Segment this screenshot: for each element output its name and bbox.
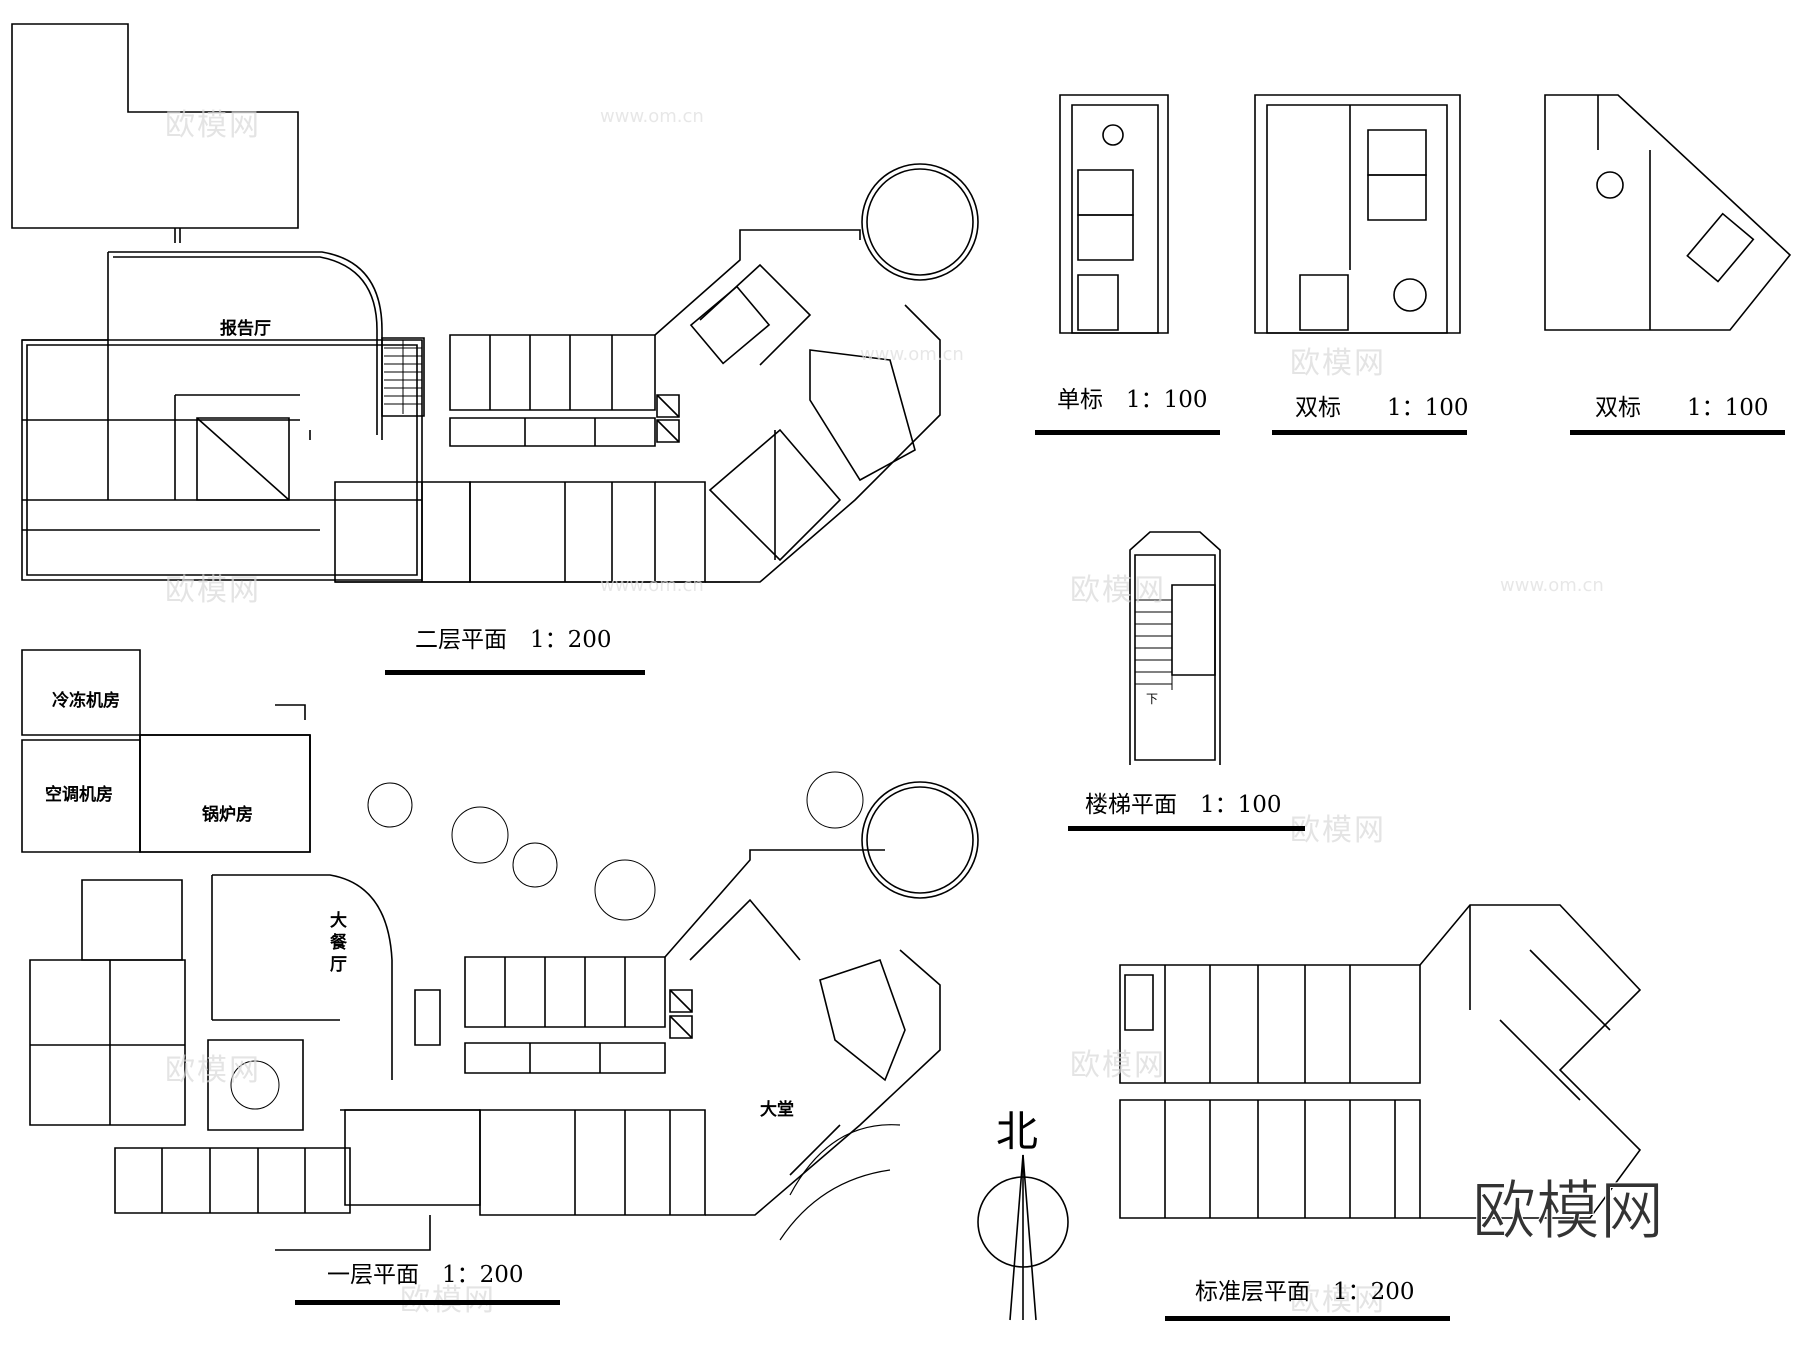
watermark-brand: 欧模网	[165, 1053, 261, 1088]
caption-underline	[1272, 430, 1467, 435]
watermark-url: www.om.cn	[1500, 575, 1604, 596]
caption-stair: 楼梯平面 1：100	[1085, 792, 1282, 818]
label-boiler-room: 锅炉房	[202, 805, 253, 825]
watermark-brand: 欧模网	[1070, 573, 1166, 608]
caption-underline	[1035, 430, 1220, 435]
label-north: 北	[996, 1107, 1039, 1156]
first-floor-plan	[22, 650, 978, 1250]
caption-single-room: 单标 1：100	[1057, 387, 1208, 413]
watermark-brand: 欧模网	[165, 108, 261, 143]
double-room-plan-a	[1255, 95, 1460, 333]
stair-plan	[1130, 532, 1220, 765]
caption-underline	[295, 1300, 560, 1305]
label-lobby: 大堂	[760, 1100, 794, 1120]
watermark-brand: 欧模网	[1070, 1048, 1166, 1083]
caption-underline	[1068, 826, 1305, 831]
caption-underline	[1165, 1316, 1450, 1321]
label-report-hall: 报告厅	[220, 319, 271, 339]
watermark-url: www.om.cn	[600, 106, 704, 127]
watermark-brand: 欧模网	[165, 573, 261, 608]
label-cold-room: 冷冻机房	[52, 691, 120, 711]
watermark-url: www.om.cn	[860, 344, 964, 365]
second-floor-plan	[12, 24, 978, 582]
watermark-url: www.om.cn	[600, 575, 704, 596]
caption-underline	[385, 670, 645, 675]
caption-standard-floor: 标准层平面 1：200	[1195, 1279, 1415, 1305]
report-hall-wall	[108, 252, 382, 440]
single-room-plan	[1060, 95, 1168, 333]
rotunda	[862, 164, 978, 280]
label-stair-down: 下	[1146, 692, 1159, 706]
watermark-brand: 欧模网	[1290, 346, 1386, 381]
caption-underline	[1570, 430, 1785, 435]
dining-hall-wall	[212, 875, 392, 1080]
standard-floor-plan	[1120, 905, 1640, 1218]
brand-logo-text: 欧模网	[1472, 1175, 1665, 1250]
north-arrow	[978, 1155, 1068, 1320]
label-ac-room: 空调机房	[45, 785, 113, 805]
caption-double-room-a: 双标 1：100	[1295, 395, 1469, 421]
label-dining-hall: 大餐厅	[330, 911, 347, 975]
watermark-brand: 欧模网	[1290, 813, 1386, 848]
double-room-plan-b	[1545, 95, 1790, 330]
roof-outline	[12, 24, 298, 228]
watermark-brand: 欧模网	[1290, 1283, 1386, 1318]
caption-double-room-b: 双标 1：100	[1595, 395, 1769, 421]
caption-first-floor: 一层平面 1：200	[327, 1262, 524, 1288]
caption-second-floor: 二层平面 1：200	[415, 627, 612, 653]
